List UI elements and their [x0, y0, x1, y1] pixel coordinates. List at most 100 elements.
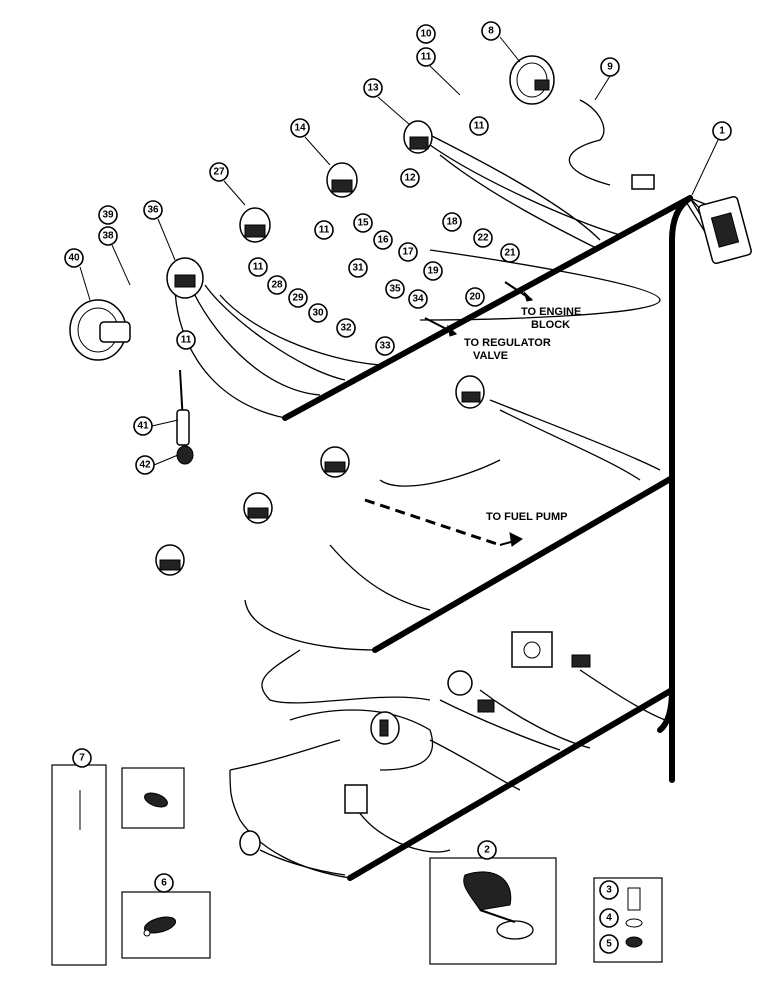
gauge-14 — [326, 162, 358, 198]
callout-20: 20 — [465, 287, 485, 307]
temp-sender-42 — [176, 369, 194, 465]
callout-35: 35 — [385, 279, 405, 299]
svg-text:10: 10 — [420, 29, 432, 40]
callout-1: 1 — [712, 121, 732, 141]
callout-15: 15 — [353, 213, 373, 233]
inset-6 — [121, 891, 211, 959]
svg-text:28: 28 — [271, 280, 283, 291]
gauge-lower-3 — [243, 492, 273, 524]
svg-text:42: 42 — [139, 460, 151, 471]
callout-33: 33 — [375, 336, 395, 356]
svg-text:30: 30 — [312, 308, 324, 319]
gauge-13 — [403, 120, 433, 154]
callout-22: 22 — [473, 228, 493, 248]
gauge-lower-2 — [320, 446, 350, 478]
fuel-pump-line — [364, 498, 501, 547]
callout-34: 34 — [408, 289, 428, 309]
label-regulator-2: VALVE — [473, 350, 508, 362]
svg-text:11: 11 — [421, 52, 432, 63]
arrows — [424, 281, 534, 547]
gauge-27 — [239, 207, 271, 243]
harness-wires — [174, 99, 723, 879]
callout-31: 31 — [348, 258, 368, 278]
callout-16: 16 — [373, 230, 393, 250]
callout-38: 38 — [98, 226, 118, 246]
callout-8: 8 — [481, 21, 501, 41]
svg-text:35: 35 — [389, 284, 401, 295]
sender-lower — [239, 830, 261, 856]
svg-text:6: 6 — [161, 878, 167, 889]
svg-text:15: 15 — [357, 218, 369, 229]
inset-7 — [51, 764, 107, 966]
callout-21: 21 — [500, 243, 520, 263]
callout-27: 27 — [209, 162, 229, 182]
label-engine-block-1: TO ENGINE — [521, 306, 581, 318]
bracket-lower — [344, 784, 368, 814]
svg-text:34: 34 — [412, 294, 424, 305]
callout-6: 6 — [154, 873, 174, 893]
callout-17: 17 — [398, 242, 418, 262]
ignition-switch — [370, 711, 400, 745]
svg-text:36: 36 — [147, 205, 159, 216]
svg-text:2: 2 — [484, 845, 490, 856]
svg-text:22: 22 — [477, 233, 489, 244]
callout-42: 42 — [135, 455, 155, 475]
svg-text:11: 11 — [319, 225, 330, 236]
svg-text:29: 29 — [292, 293, 304, 304]
callout-10: 10 — [416, 24, 436, 44]
svg-text:11: 11 — [474, 121, 485, 132]
svg-text:41: 41 — [137, 421, 149, 432]
callout-4: 4 — [599, 908, 619, 928]
callout-7: 7 — [72, 748, 92, 768]
callout-32: 32 — [336, 318, 356, 338]
small-connector — [631, 174, 655, 190]
switch — [447, 670, 495, 713]
callout-39: 39 — [98, 205, 118, 225]
svg-text:12: 12 — [404, 173, 416, 184]
callout-9: 9 — [600, 57, 620, 77]
callout-11d: 11 — [248, 257, 268, 277]
label-fuel-pump: TO FUEL PUMP — [486, 511, 568, 523]
label-engine-block-2: BLOCK — [531, 319, 570, 331]
inset-2 — [429, 857, 557, 965]
callout-30: 30 — [308, 303, 328, 323]
svg-text:40: 40 — [68, 253, 80, 264]
svg-text:32: 32 — [340, 323, 352, 334]
callouts: 1 2 3 4 5 6 7 8 9 10 11 11 11 11 11 12 1… — [64, 21, 732, 954]
callout-36: 36 — [143, 200, 163, 220]
connector-block-1 — [698, 195, 752, 265]
callout-11a: 11 — [416, 47, 436, 67]
svg-text:13: 13 — [367, 83, 379, 94]
svg-text:21: 21 — [504, 248, 516, 259]
svg-text:9: 9 — [607, 62, 613, 73]
svg-text:20: 20 — [469, 292, 481, 303]
svg-text:18: 18 — [446, 217, 458, 228]
svg-text:33: 33 — [379, 341, 391, 352]
svg-text:7: 7 — [79, 753, 85, 764]
callout-12: 12 — [400, 168, 420, 188]
callout-11b: 11 — [469, 116, 489, 136]
callout-13: 13 — [363, 78, 383, 98]
gauge-8 — [509, 55, 555, 105]
gauge-lower-4 — [155, 544, 185, 576]
callout-11e: 11 — [176, 330, 196, 350]
svg-text:5: 5 — [606, 939, 612, 950]
svg-text:8: 8 — [488, 26, 494, 37]
svg-text:17: 17 — [402, 247, 414, 258]
svg-text:4: 4 — [606, 913, 612, 924]
svg-text:19: 19 — [427, 266, 439, 277]
callout-14: 14 — [290, 118, 310, 138]
svg-text:3: 3 — [606, 885, 612, 896]
gauge-36 — [166, 257, 204, 299]
svg-text:14: 14 — [294, 123, 306, 134]
callout-29: 29 — [288, 288, 308, 308]
callout-40: 40 — [64, 248, 84, 268]
svg-text:11: 11 — [253, 262, 264, 273]
callout-18: 18 — [442, 212, 462, 232]
svg-text:11: 11 — [181, 335, 192, 346]
callout-2: 2 — [477, 840, 497, 860]
callout-41: 41 — [133, 416, 153, 436]
callout-19: 19 — [423, 261, 443, 281]
inset-clip — [121, 767, 185, 829]
